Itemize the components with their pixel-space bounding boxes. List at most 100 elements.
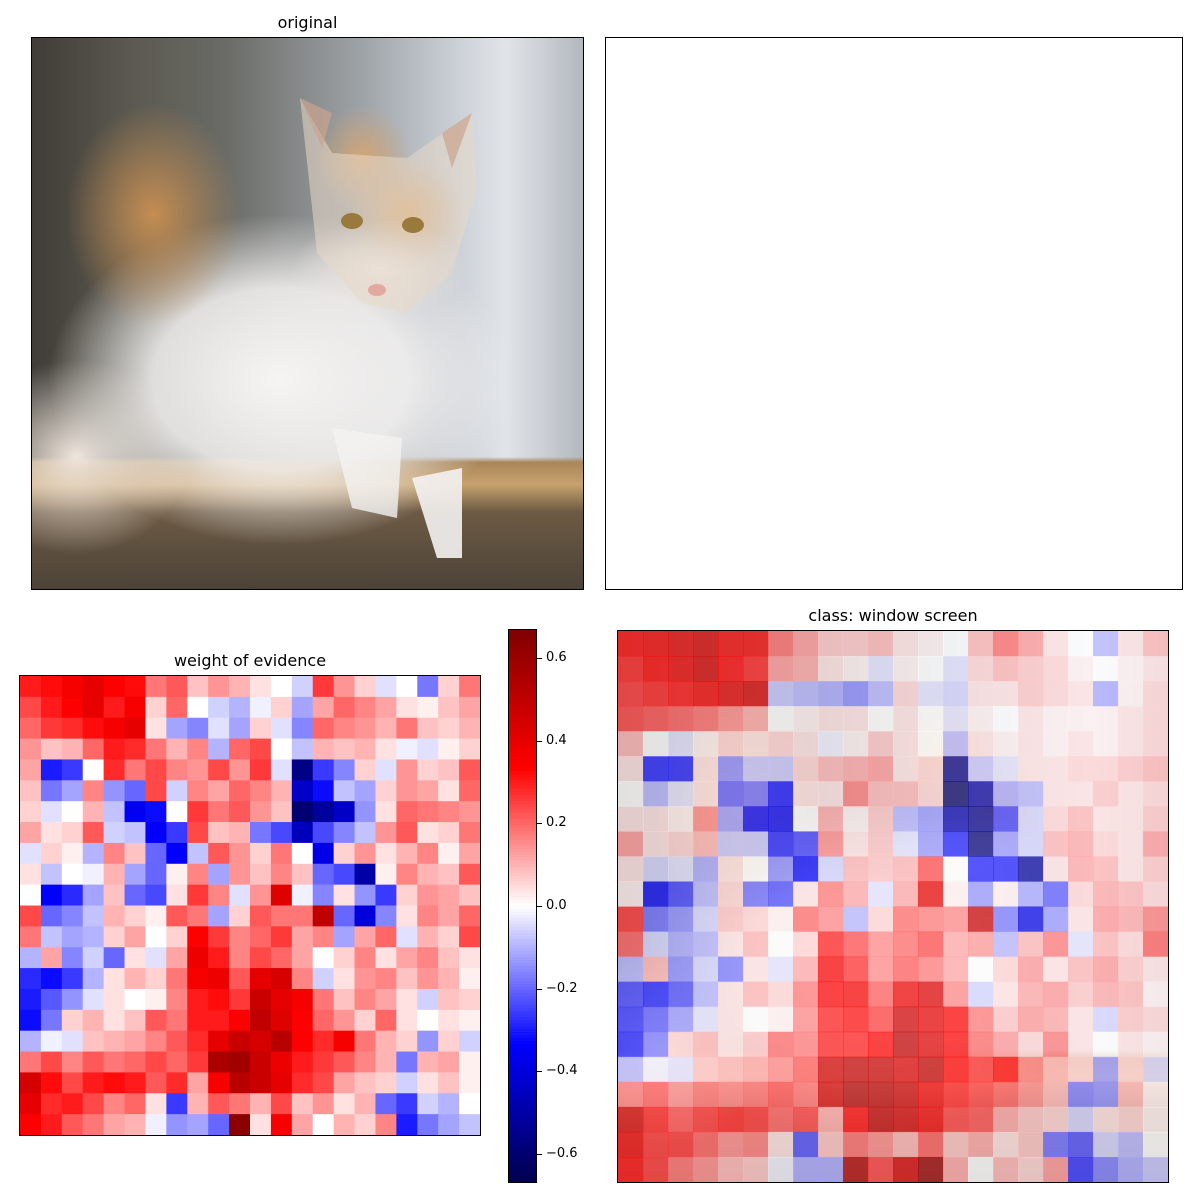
colorbar-step	[509, 1044, 536, 1048]
heatmap-cell	[668, 981, 694, 1008]
colorbar-step	[509, 762, 536, 766]
heatmap-cell	[668, 1081, 694, 1108]
heatmap-cell	[818, 631, 844, 657]
heatmap-cell	[187, 1030, 209, 1053]
heatmap-cell	[61, 1051, 84, 1073]
heatmap-cell	[643, 731, 669, 757]
heatmap-cell	[968, 1031, 994, 1058]
heatmap-cell	[918, 781, 944, 807]
heatmap-cell	[1093, 1156, 1119, 1182]
heatmap-cell	[82, 1093, 105, 1115]
heatmap-cell	[1093, 831, 1119, 857]
heatmap-cell	[1118, 656, 1144, 682]
heatmap-cell	[417, 696, 439, 719]
colorbar-step	[509, 813, 536, 817]
heatmap-cell	[229, 1030, 251, 1053]
heatmap-cell	[1068, 731, 1094, 757]
heatmap-cell	[375, 1093, 397, 1115]
colorbar-step	[509, 948, 536, 952]
heatmap-cell	[103, 696, 126, 719]
colorbar-step	[509, 795, 536, 799]
heatmap-cell	[250, 696, 272, 719]
heatmap-cell	[943, 1056, 969, 1083]
heatmap-cell	[1118, 706, 1144, 732]
heatmap-cell	[968, 1006, 994, 1033]
heatmap-cell	[61, 780, 84, 802]
colorbar-step	[509, 960, 536, 964]
heatmap-cell	[1043, 931, 1069, 958]
heatmap-cell	[459, 842, 480, 865]
heatmap-cell	[1068, 781, 1094, 807]
heatmap-cell	[82, 947, 105, 969]
colorbar-step	[509, 921, 536, 925]
heatmap-cell	[312, 738, 335, 760]
heatmap-cell	[459, 759, 480, 781]
heatmap-cell	[145, 863, 167, 886]
heatmap-cell	[1093, 1106, 1119, 1133]
heatmap-cell	[438, 1030, 460, 1053]
heatmap-cell	[61, 717, 84, 740]
heatmap-cell	[396, 822, 418, 844]
heatmap-cell	[868, 1106, 894, 1133]
heatmap-cell	[893, 856, 919, 882]
heatmap-cell	[417, 1114, 439, 1135]
heatmap-cell	[993, 1056, 1019, 1083]
heatmap-cell	[1093, 681, 1119, 707]
heatmap-cell	[768, 981, 794, 1008]
heatmap-cell	[668, 881, 694, 907]
heatmap-cell	[968, 1081, 994, 1108]
heatmap-cell	[618, 1131, 644, 1158]
heatmap-cell	[693, 681, 719, 707]
heatmap-cell	[312, 780, 335, 802]
heatmap-cell	[718, 706, 744, 732]
colorbar	[508, 629, 537, 1183]
heatmap-cell	[793, 856, 819, 882]
heatmap-cell	[693, 831, 719, 857]
heatmap-cell	[693, 1081, 719, 1108]
heatmap-cell	[312, 1114, 335, 1135]
heatmap-cell	[1068, 1131, 1094, 1158]
heatmap-cell	[208, 822, 230, 844]
heatmap-cell	[1068, 881, 1094, 907]
colorbar-step	[509, 678, 536, 682]
heatmap-cell	[270, 1093, 293, 1115]
heatmap-cell	[270, 947, 293, 969]
heatmap-cell	[459, 884, 480, 906]
heatmap-cell	[61, 1072, 84, 1094]
heatmap-cell	[943, 881, 969, 907]
heatmap-cell	[20, 1072, 42, 1094]
heatmap-cell	[668, 1031, 694, 1058]
heatmap-cell	[1018, 756, 1044, 782]
heatmap-cell	[743, 881, 769, 907]
heatmap-cell	[893, 1056, 919, 1083]
heatmap-cell	[1093, 931, 1119, 958]
heatmap-cell	[354, 1051, 376, 1073]
heatmap-cell	[270, 696, 293, 719]
heatmap-cell	[693, 881, 719, 907]
heatmap-cell	[438, 780, 460, 802]
colorbar-step	[509, 1149, 536, 1153]
heatmap-cell	[793, 756, 819, 782]
heatmap-cell	[768, 956, 794, 983]
heatmap-cell	[187, 988, 209, 1011]
heatmap-cell	[743, 1106, 769, 1133]
heatmap-cell	[20, 1009, 42, 1032]
colorbar-step	[509, 837, 536, 841]
overlay-image	[617, 630, 1169, 1183]
heatmap-cell	[993, 781, 1019, 807]
heatmap-cell	[208, 1009, 230, 1032]
colorbar-step	[509, 744, 536, 748]
heatmap-cell	[943, 756, 969, 782]
colorbar-tick	[537, 1154, 542, 1156]
heatmap-cell	[843, 931, 869, 958]
heatmap-cell	[1068, 1006, 1094, 1033]
heatmap-cell	[166, 1072, 188, 1094]
heatmap-cell	[375, 1072, 397, 1094]
heatmap-cell	[918, 1106, 944, 1133]
heatmap-cell	[618, 656, 644, 682]
heatmap-cell	[843, 1081, 869, 1108]
heatmap-cell	[208, 884, 230, 906]
heatmap-cell	[893, 1081, 919, 1108]
heatmap-cell	[396, 696, 418, 719]
heatmap-cell	[291, 1051, 314, 1073]
